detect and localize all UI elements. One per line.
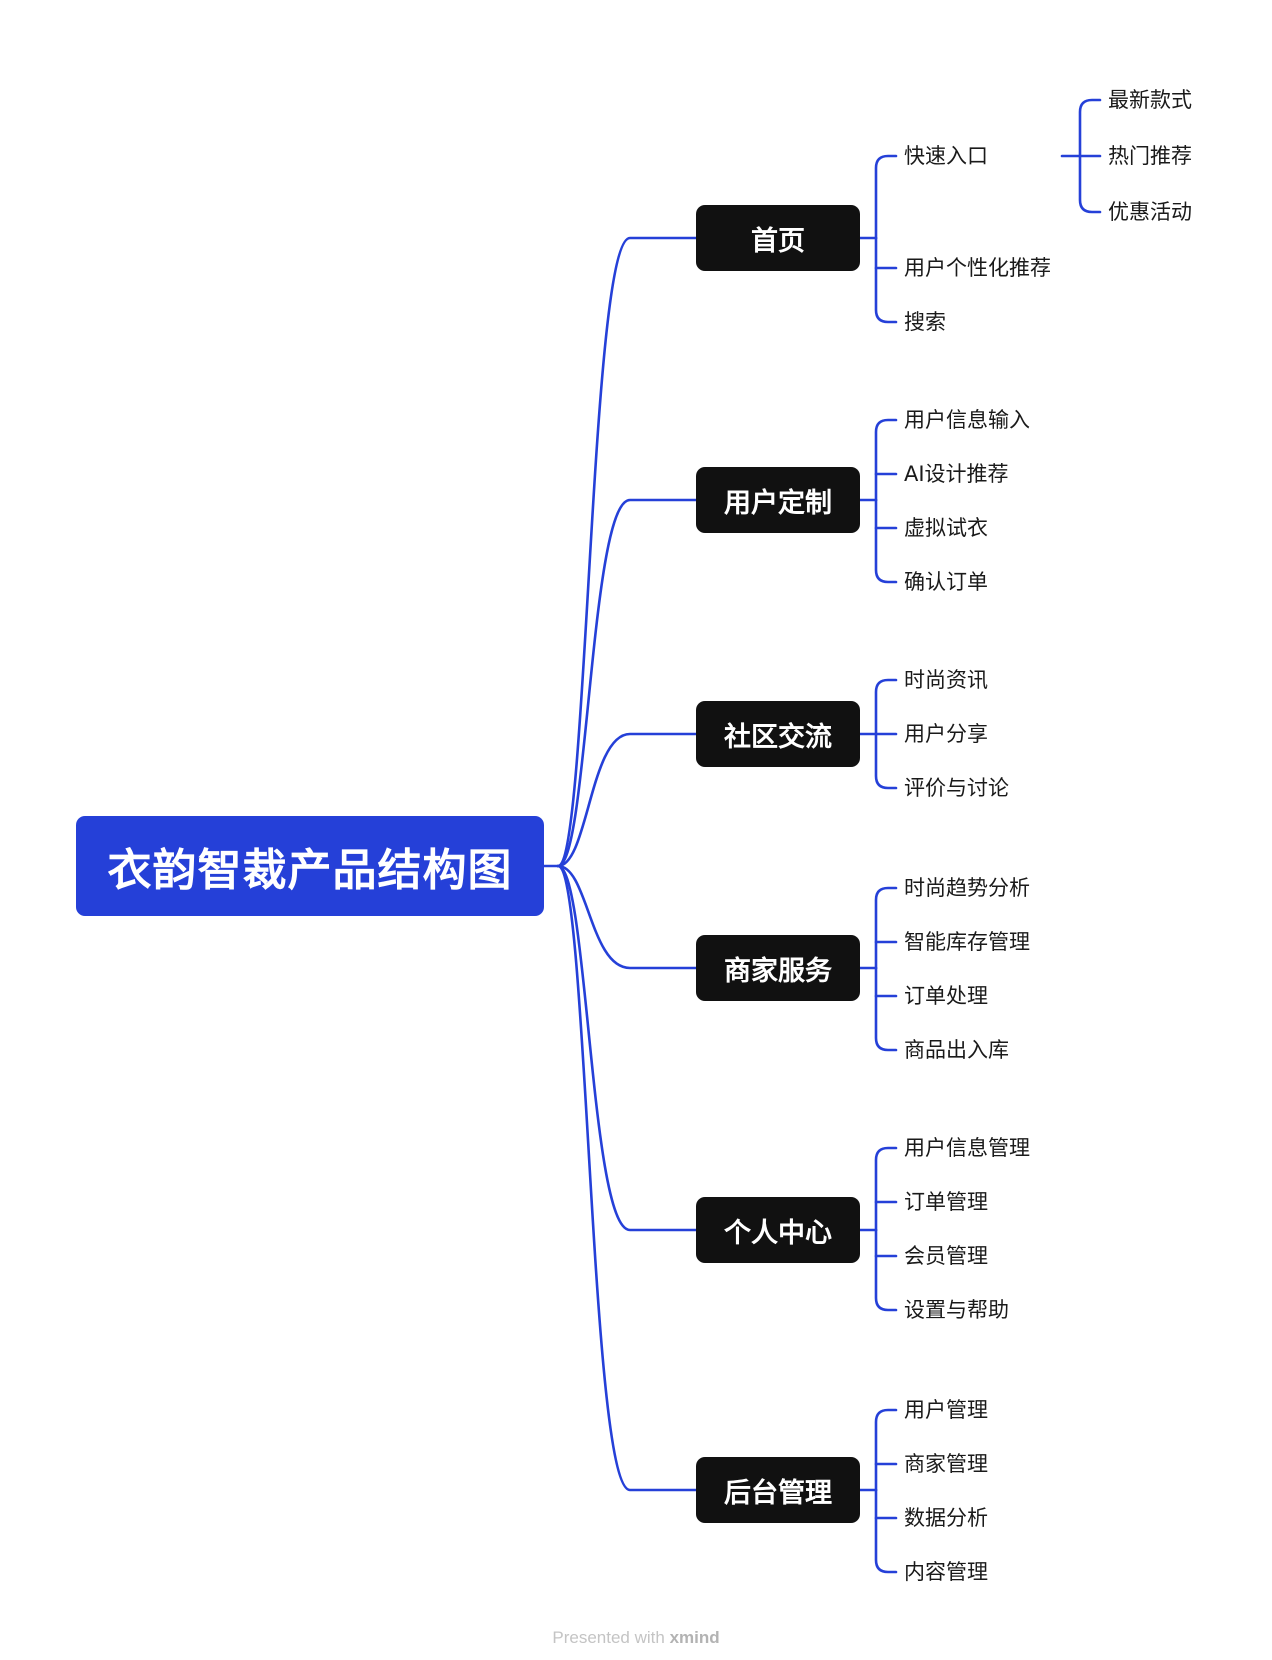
branch-topic-label: 用户定制 — [724, 487, 832, 519]
branch-connector-3 — [556, 864, 698, 970]
subtopic[interactable]: 订单管理 — [904, 1190, 988, 1214]
branch-topic[interactable]: 商家服务 — [696, 935, 860, 1001]
leaf-bracket-4-link-0 — [874, 1146, 898, 1232]
subtopic[interactable]: 用户管理 — [904, 1398, 988, 1422]
branch-topic[interactable]: 个人中心 — [696, 1197, 860, 1263]
footer-credit: Presented with xmind — [0, 1628, 1272, 1648]
subtopic[interactable]: 数据分析 — [904, 1506, 988, 1530]
subtopic[interactable]: 订单处理 — [904, 984, 988, 1008]
subtopic[interactable]: 确认订单 — [904, 570, 988, 594]
branch-topic[interactable]: 后台管理 — [696, 1457, 860, 1523]
subtopic[interactable]: 智能库存管理 — [904, 930, 1030, 954]
leaf-bracket-1-link-3 — [874, 498, 898, 584]
leaf-bracket-2-link-2 — [874, 732, 898, 790]
leaf-bracket-3-link-0 — [874, 886, 898, 970]
subtopic[interactable]: 搜索 — [904, 310, 946, 334]
leaf-bracket-2-link-0 — [874, 678, 898, 736]
subtopic[interactable]: AI设计推荐 — [904, 462, 1009, 486]
xmind-logo: xmind — [669, 1628, 720, 1647]
root-topic[interactable]: 衣韵智裁产品结构图 — [76, 816, 544, 916]
subtopic[interactable]: 内容管理 — [904, 1560, 988, 1584]
subtopic[interactable]: 时尚趋势分析 — [904, 876, 1030, 900]
subtopic[interactable]: 用户分享 — [904, 722, 988, 746]
branch-connector-5 — [556, 864, 698, 1492]
branch-topic-label: 个人中心 — [724, 1217, 832, 1249]
subtopic[interactable]: 用户信息管理 — [904, 1136, 1030, 1160]
branch-topic-label: 社区交流 — [724, 721, 832, 753]
sub-bracket-0-0-link-0 — [1078, 98, 1102, 158]
branch-connector-1 — [556, 498, 698, 868]
footer-prefix: Presented with — [552, 1628, 665, 1647]
sub-subtopic[interactable]: 热门推荐 — [1108, 144, 1192, 168]
subtopic[interactable]: 时尚资讯 — [904, 668, 988, 692]
sub-subtopic[interactable]: 最新款式 — [1108, 88, 1192, 112]
leaf-bracket-4-link-3 — [874, 1228, 898, 1312]
branch-connector-0 — [556, 236, 698, 868]
branch-topic-label: 商家服务 — [724, 955, 832, 987]
branch-topic[interactable]: 首页 — [696, 205, 860, 271]
subtopic[interactable]: 会员管理 — [904, 1244, 988, 1268]
subtopic[interactable]: 设置与帮助 — [904, 1298, 1009, 1322]
subtopic[interactable]: 评价与讨论 — [904, 776, 1009, 800]
subtopic[interactable]: 用户信息输入 — [904, 408, 1030, 432]
branch-topic-label: 后台管理 — [724, 1477, 832, 1509]
sub-subtopic[interactable]: 优惠活动 — [1108, 200, 1192, 224]
leaf-bracket-3-link-3 — [874, 966, 898, 1052]
leaf-bracket-0-link-2 — [874, 236, 898, 324]
subtopic[interactable]: 虚拟试衣 — [904, 516, 988, 540]
leaf-bracket-5-link-0 — [874, 1408, 898, 1492]
root-topic-label: 衣韵智裁产品结构图 — [107, 845, 513, 896]
branch-connector-2 — [556, 732, 698, 868]
subtopic[interactable]: 用户个性化推荐 — [904, 256, 1051, 280]
leaf-bracket-1-link-0 — [874, 418, 898, 502]
subtopic[interactable]: 商品出入库 — [904, 1038, 1009, 1062]
sub-bracket-0-0-link-2 — [1078, 154, 1102, 214]
leaf-bracket-0-link-0 — [874, 154, 898, 240]
branch-topic[interactable]: 社区交流 — [696, 701, 860, 767]
branch-topic[interactable]: 用户定制 — [696, 467, 860, 533]
subtopic[interactable]: 商家管理 — [904, 1452, 988, 1476]
branch-topic-label: 首页 — [751, 225, 805, 257]
subtopic[interactable]: 快速入口 — [904, 144, 988, 168]
leaf-bracket-5-link-3 — [874, 1488, 898, 1574]
branch-connector-4 — [556, 864, 698, 1232]
